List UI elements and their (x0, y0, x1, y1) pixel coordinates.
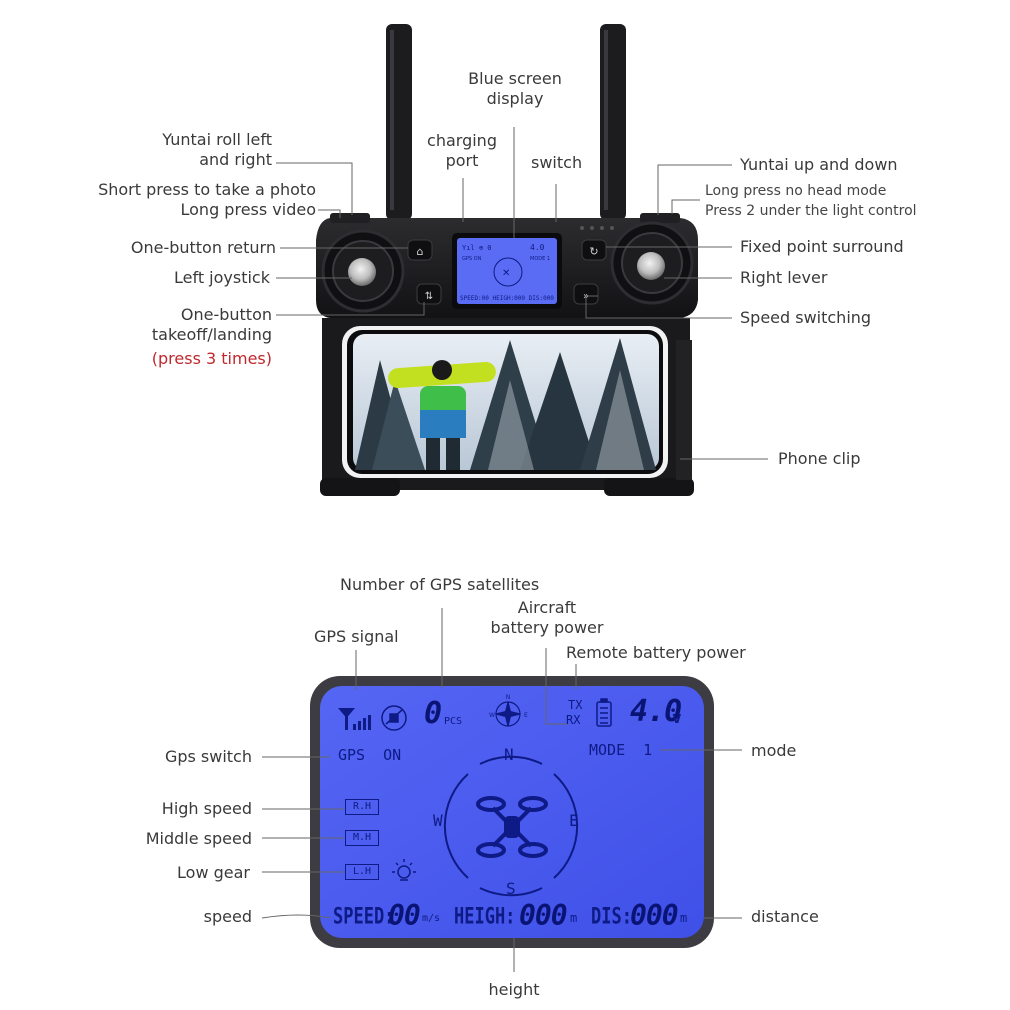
drone-icon (476, 796, 548, 858)
svg-text:MODE 1: MODE 1 (530, 256, 550, 262)
light-icon (392, 859, 416, 881)
satellite-icon (381, 705, 407, 731)
svg-text:↻: ↻ (589, 245, 598, 258)
label-gps-satellites: Number of GPS satellites (340, 575, 540, 594)
label-right-lever: Right lever (740, 268, 828, 287)
label-one-button-return: One-button return (130, 238, 276, 257)
lcd-speed-unit: m/s (422, 913, 441, 924)
lcd-voltage: 4.0 (630, 694, 682, 729)
lcd-illustration: N W E (261, 608, 742, 972)
lcd-sat-count: 0 (424, 696, 442, 731)
label-middle-speed: Middle speed (145, 829, 252, 848)
left-antenna (386, 24, 412, 220)
lcd-dis-value: 000 (630, 899, 679, 932)
lcd-pcs: PCS (444, 716, 463, 727)
lcd-height-label: HEIGH: (454, 904, 516, 930)
svg-text:⌂: ⌂ (417, 245, 424, 258)
lcd-speed-label: SPEED: (333, 904, 395, 930)
lcd-mode: MODE 1 (589, 741, 653, 759)
label-fixed-point: Fixed point surround (740, 237, 904, 256)
label-low-gear: Low gear (177, 863, 250, 882)
lcd-dis-unit: m (680, 911, 688, 925)
svg-text:✕: ✕ (502, 268, 510, 279)
right-joystick-cap (637, 252, 665, 280)
lcd-volt-unit: v (672, 708, 682, 727)
svg-text:⇅: ⇅ (425, 291, 433, 302)
svg-text:GPS ON: GPS ON (462, 256, 482, 262)
label-distance: distance (751, 907, 819, 926)
label-speed: speed (203, 907, 252, 926)
label-yuntai-updown: Yuntai up and down (740, 155, 898, 174)
svg-text:Yıl ⊕ 0: Yıl ⊕ 0 (462, 244, 492, 252)
lcd-height-unit: m (570, 911, 578, 925)
label-remote-battery: Remote battery power (566, 643, 746, 662)
svg-text:E: E (524, 712, 528, 719)
label-mode: mode (751, 741, 797, 760)
takeoff-button (416, 283, 442, 305)
lcd-compass-w: W (433, 811, 443, 830)
lcd-rx: RX (566, 713, 581, 727)
gps-signal-icon (338, 708, 371, 730)
lcd-rh: R.H (345, 799, 379, 815)
battery-icon (596, 698, 612, 727)
compass-ring (443, 773, 469, 879)
lcd-dis-label: DIS: (591, 904, 632, 930)
label-gps-switch: Gps switch (164, 747, 252, 766)
label-speed-switching: Speed switching (740, 308, 872, 327)
lcd-height-value: 000 (519, 899, 568, 932)
label-high-speed: High speed (161, 799, 252, 818)
lcd-mh: M.H (345, 830, 379, 846)
lcd-gps-status: GPS ON (338, 746, 402, 764)
label-height: height (488, 980, 540, 999)
label-left-joystick: Left joystick (173, 268, 270, 287)
svg-text:4.0: 4.0 (530, 243, 545, 252)
lcd-compass-e: E (569, 811, 579, 830)
controller-illustration: ⌂ ⇅ ↻ » Yıl ⊕ 0 4.0 GPS ON MODE 1 ✕ SPEE… (276, 24, 768, 496)
lcd-speed-value: 00 (388, 899, 421, 932)
svg-text:W: W (489, 712, 495, 719)
lcd-compass-n: N (504, 745, 514, 764)
return-button (407, 239, 433, 261)
lcd-lh: L.H (345, 864, 379, 880)
right-antenna (600, 24, 626, 220)
surround-button (581, 239, 607, 261)
lcd-screen (320, 686, 704, 938)
svg-text:SPEED:00 HEIGH:000 DIS:000: SPEED:00 HEIGH:000 DIS:000 (460, 295, 554, 302)
left-joystick-cap (348, 258, 376, 286)
label-switch: switch (531, 153, 583, 172)
label-press-3-times: (press 3 times) (151, 349, 272, 368)
svg-text:N: N (506, 694, 511, 701)
lcd-tx: TX (568, 698, 583, 712)
lcd-compass-s: S (506, 879, 516, 898)
label-gps-signal: GPS signal (314, 627, 399, 646)
mini-compass-icon (495, 701, 521, 727)
label-phone-clip: Phone clip (778, 449, 861, 468)
controller-lcd (457, 238, 557, 304)
